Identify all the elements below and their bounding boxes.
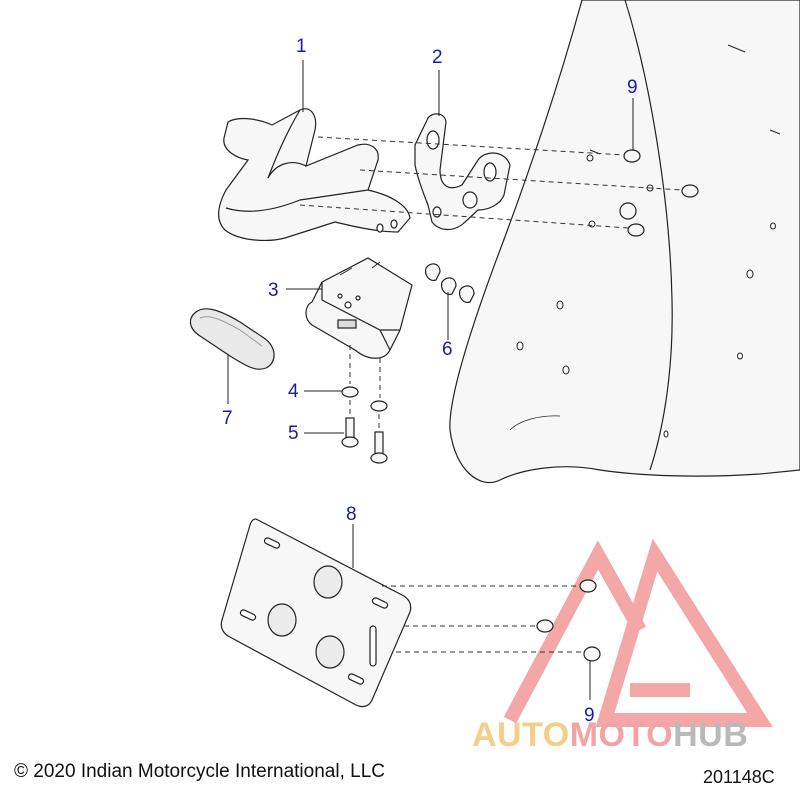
callout-5: 5 <box>288 423 299 444</box>
part-4-nuts <box>341 386 388 412</box>
callout-3: 3 <box>268 280 279 301</box>
callout-leaders <box>227 60 634 700</box>
part-9-fasteners <box>536 149 699 662</box>
part-1-housing <box>218 108 411 241</box>
callout-8: 8 <box>346 504 357 525</box>
callout-1: 1 <box>296 36 307 57</box>
callout-9-bottom: 9 <box>584 705 595 726</box>
watermark-text: AUTOMOTOHUB <box>472 716 748 755</box>
part-7-lens <box>189 308 275 370</box>
part-6-clips <box>425 263 475 303</box>
watermark-moto: MOTO <box>569 716 674 754</box>
rear-fender <box>449 0 800 484</box>
fender-holes <box>516 154 776 438</box>
part-2-plate <box>414 113 511 231</box>
callout-9-top: 9 <box>627 77 638 98</box>
watermark-auto: AUTO <box>472 716 570 754</box>
part-3-light-housing <box>305 257 413 359</box>
callout-2: 2 <box>432 47 443 68</box>
callout-6: 6 <box>442 339 453 360</box>
watermark-logo <box>503 538 773 727</box>
callout-4: 4 <box>288 381 299 402</box>
diagram-part-number: 201148C <box>703 767 775 787</box>
watermark-hub: HUB <box>673 716 749 754</box>
alignment-lines <box>299 136 683 653</box>
callout-7: 7 <box>222 408 233 429</box>
part-5-screws <box>341 417 388 464</box>
copyright-notice: © 2020 Indian Motorcycle International, … <box>14 761 385 782</box>
part-8-plate-bracket <box>220 518 412 708</box>
